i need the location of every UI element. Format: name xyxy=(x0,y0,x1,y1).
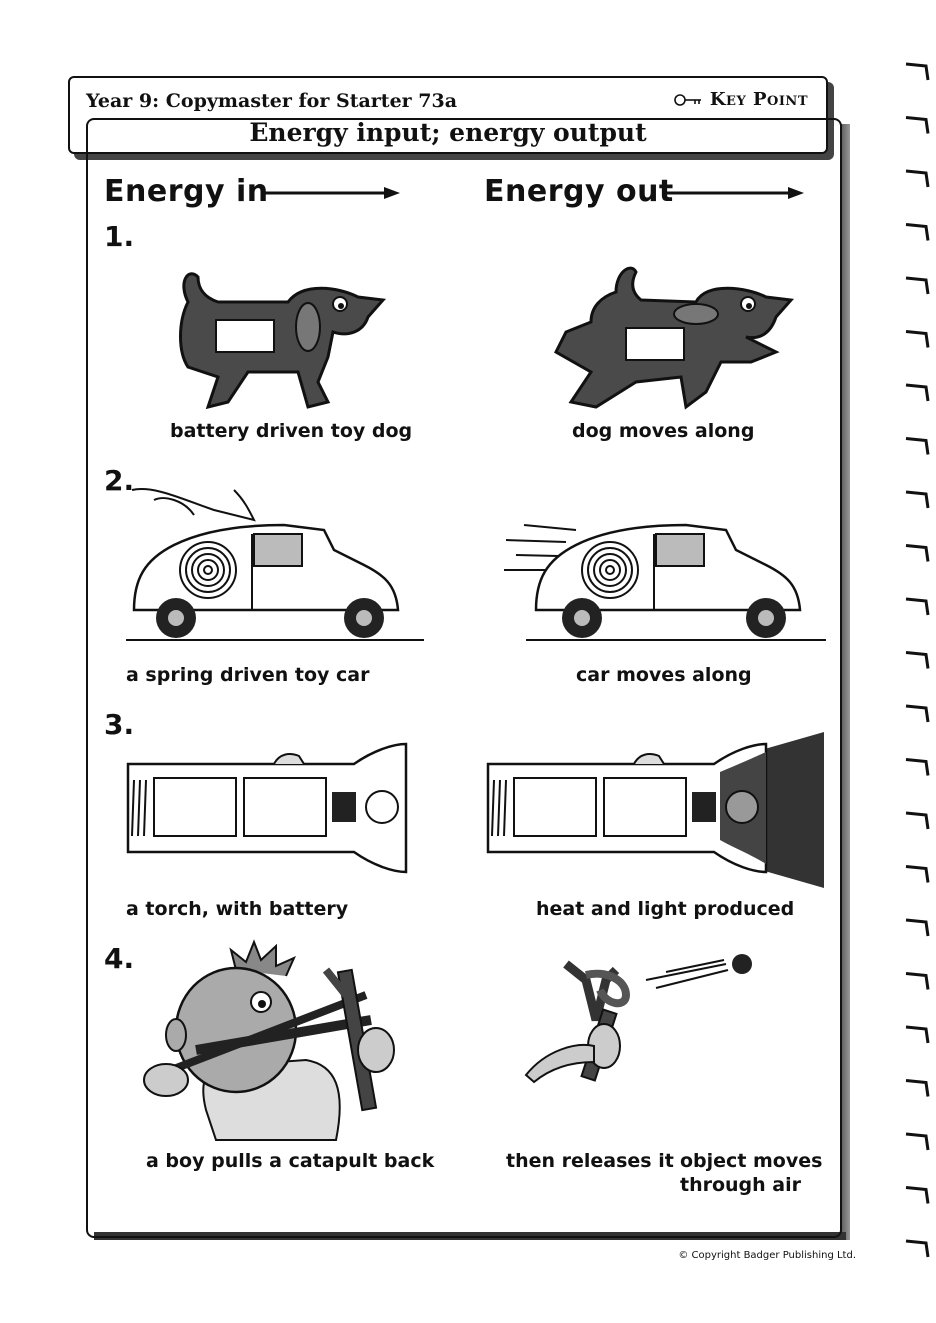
binder-ring xyxy=(905,223,930,241)
binder-ring xyxy=(905,811,930,830)
binder-ring xyxy=(905,597,930,616)
torch-off-image xyxy=(126,742,408,874)
torch-on-image xyxy=(486,732,824,888)
binder-ring xyxy=(905,116,930,134)
toy-dog-still-image xyxy=(179,272,387,410)
binder-ring xyxy=(905,437,930,455)
content-frame xyxy=(86,118,842,1238)
binder-ring xyxy=(905,62,930,81)
caption-input-4: a boy pulls a catapult back xyxy=(146,1150,435,1172)
spring-car-still-image xyxy=(126,488,424,641)
caption-input-2: a spring driven toy car xyxy=(126,664,370,686)
key-point-badge: Key Point xyxy=(674,89,808,110)
energy-in-heading: Energy in xyxy=(104,174,269,209)
key-point-label: Key Point xyxy=(709,89,808,110)
binder-ring xyxy=(905,918,930,937)
caption-output-4b-line1: object moves xyxy=(680,1150,823,1172)
copyright-notice: © Copyright Badger Publishing Ltd. xyxy=(678,1250,856,1261)
energy-out-heading: Energy out xyxy=(484,174,674,209)
caption-output-4a: then releases it xyxy=(506,1150,674,1172)
binder-ring xyxy=(905,276,930,295)
binder-ring xyxy=(905,651,930,669)
binder-ring xyxy=(905,383,930,402)
binder-ring xyxy=(905,490,930,509)
binder-ring xyxy=(905,1132,930,1151)
example-number-4: 4. xyxy=(104,942,135,975)
caption-input-1: battery driven toy dog xyxy=(170,420,413,442)
binder-edge xyxy=(905,62,930,1258)
example-number-2: 2. xyxy=(104,464,135,497)
binder-ring xyxy=(905,758,930,776)
binder-ring xyxy=(905,544,930,562)
caption-output-3: heat and light produced xyxy=(536,898,795,920)
binder-ring xyxy=(905,330,930,348)
binder-ring xyxy=(905,169,930,188)
binder-ring xyxy=(905,704,930,723)
caption-output-4b-line2: through air xyxy=(680,1174,802,1196)
binder-ring xyxy=(905,1186,930,1204)
example-number-1: 1. xyxy=(104,220,135,253)
binder-ring xyxy=(905,1239,930,1258)
frame-shadow-right xyxy=(840,124,850,1240)
page-title: Energy input; energy output xyxy=(249,118,647,147)
binder-ring xyxy=(905,972,930,990)
toy-dog-moving-image xyxy=(554,266,795,410)
boy-with-catapult-image xyxy=(143,939,395,1141)
caption-input-3: a torch, with battery xyxy=(126,898,349,920)
spring-car-moving-image xyxy=(504,523,826,641)
arrow-right-icon xyxy=(666,187,804,199)
key-icon xyxy=(674,93,701,106)
header-subtitle: Year 9: Copymaster for Starter 73a xyxy=(86,90,458,112)
binder-ring xyxy=(905,1025,930,1044)
catapult-released-image xyxy=(524,954,752,1084)
caption-output-2: car moves along xyxy=(576,664,752,686)
example-number-3: 3. xyxy=(104,708,135,741)
binder-ring xyxy=(905,865,930,883)
binder-ring xyxy=(905,1079,930,1097)
caption-output-1: dog moves along xyxy=(572,420,755,442)
arrow-right-icon xyxy=(262,187,400,199)
header-box: Year 9: Copymaster for Starter 73a Key P… xyxy=(68,76,828,154)
